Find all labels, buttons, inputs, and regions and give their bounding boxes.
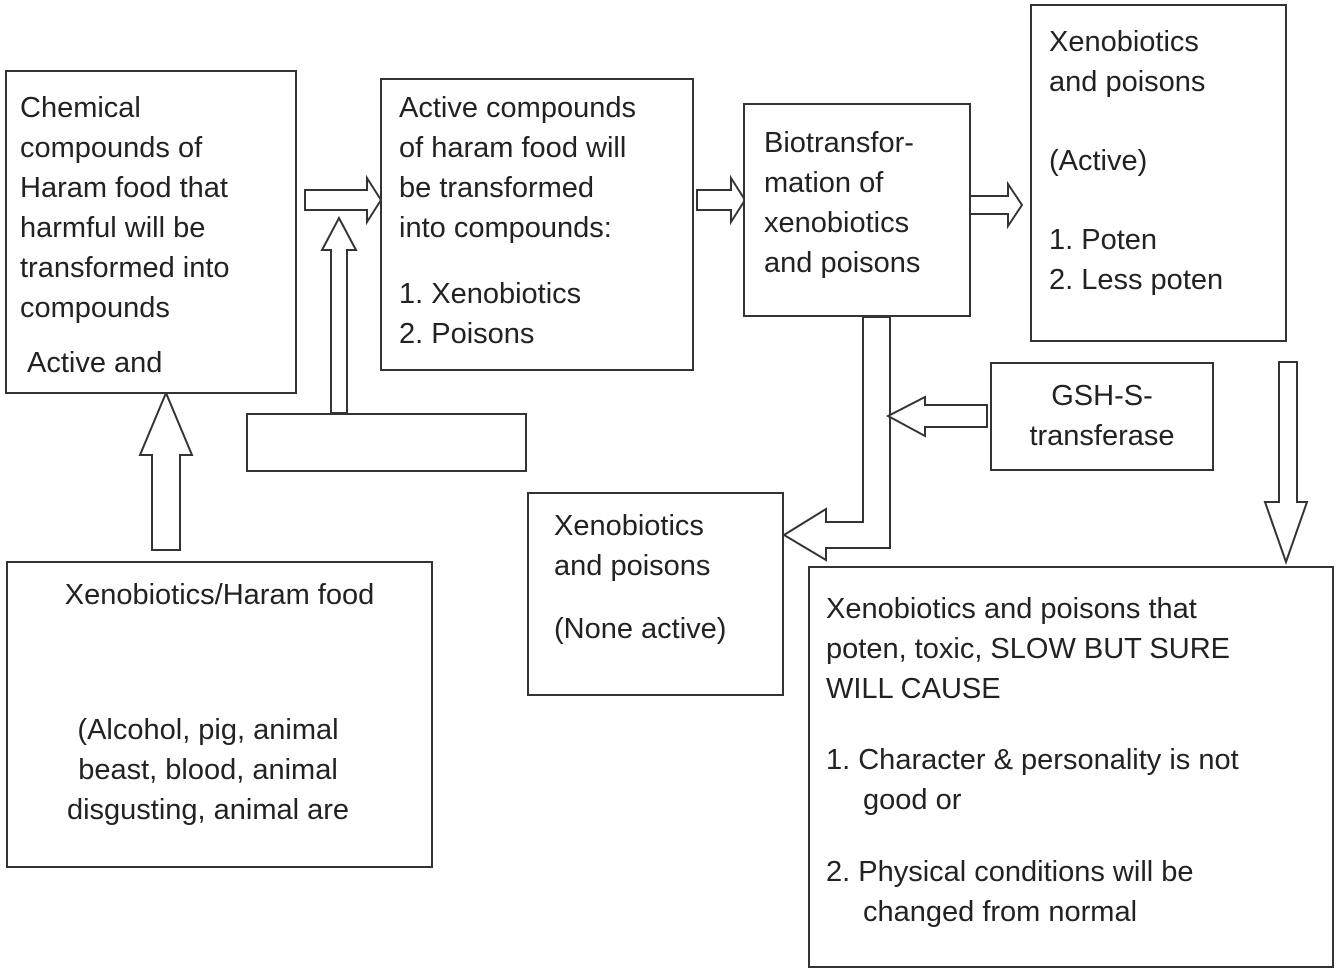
list-item: 1. Xenobiotics: [399, 278, 582, 310]
active-and-text: Active and: [27, 347, 163, 379]
line: good or: [863, 784, 962, 816]
line: and poisons: [764, 247, 921, 279]
line: disgusting, animal are: [66, 794, 350, 826]
active-result-text: Xenobiotics and poisons: [1049, 22, 1205, 102]
line: be transformed: [399, 172, 595, 204]
biotransformation-box: Biotransfor- mation of xenobiotics and p…: [743, 103, 971, 317]
arrow-right-1: [304, 174, 383, 226]
line: Chemical: [20, 92, 141, 124]
line: Xenobiotics: [1049, 26, 1199, 58]
line: transformed into: [20, 252, 230, 284]
arrow-up-empty-box: [320, 215, 358, 414]
arrow-up-source: [138, 390, 194, 551]
line: (Alcohol, pig, animal: [77, 714, 339, 746]
arrow-bent-to-none-active: [782, 316, 891, 562]
line: GSH-S-: [1051, 380, 1153, 412]
status-label: (Active): [1049, 145, 1148, 177]
active-items: 1. Xenobiotics 2. Poisons: [399, 274, 581, 354]
line: poten, toxic, SLOW BUT SURE: [826, 633, 1230, 665]
line: Active compounds: [399, 92, 636, 124]
biotrans-text: Biotransfor- mation of xenobiotics and p…: [764, 123, 920, 283]
list-item: 1. Poten: [1049, 224, 1158, 256]
chemical-text: Chemical compounds of Haram food that ha…: [20, 88, 230, 328]
line: compounds: [20, 292, 170, 324]
line: WILL CAUSE: [826, 673, 1001, 705]
line: Haram food that: [20, 172, 228, 204]
status-label: (None active): [554, 613, 727, 645]
source-box: Xenobiotics/Haram food (Alcohol, pig, an…: [6, 561, 433, 868]
line: and poisons: [1049, 66, 1206, 98]
list-item: 2. Poisons: [399, 318, 535, 350]
gsh-text: GSH-S- transferase: [992, 376, 1212, 456]
line: of haram food will: [399, 132, 627, 164]
line: Xenobiotics and poisons that: [826, 593, 1197, 625]
gsh-transferase-box: GSH-S- transferase: [990, 362, 1214, 471]
line: 2. Physical conditions will be: [826, 856, 1194, 888]
line: changed from normal: [863, 896, 1138, 928]
line: transferase: [1029, 420, 1175, 452]
outcome-item-1: 1. Character & personality is not good o…: [826, 740, 1239, 820]
active-compounds-box: Active compounds of haram food will be t…: [380, 78, 694, 371]
source-title: Xenobiotics/Haram food: [64, 579, 375, 611]
line: 1. Character & personality is not: [826, 744, 1239, 776]
empty-box: [246, 413, 527, 472]
line: Xenobiotics: [554, 510, 704, 542]
line: mation of: [764, 167, 884, 199]
outcome-item-2: 2. Physical conditions will be changed f…: [826, 852, 1194, 932]
outcome-box: Xenobiotics and poisons that poten, toxi…: [808, 566, 1334, 968]
active-text: Active compounds of haram food will be t…: [399, 88, 636, 248]
none-active-text: Xenobiotics and poisons: [554, 506, 710, 586]
list-item: 2. Less poten: [1049, 264, 1224, 296]
line: into compounds:: [399, 212, 612, 244]
arrow-left-gsh: [885, 395, 988, 438]
line: beast, blood, animal: [78, 754, 338, 786]
arrow-down-outcome: [1263, 361, 1309, 566]
outcome-text: Xenobiotics and poisons that poten, toxi…: [826, 589, 1230, 709]
chemical-compounds-box: Chemical compounds of Haram food that ha…: [5, 70, 297, 394]
source-examples: (Alcohol, pig, animal beast, blood, anim…: [8, 710, 408, 830]
none-active-box: Xenobiotics and poisons (None active): [527, 492, 784, 696]
line: compounds of: [20, 132, 203, 164]
active-xenobiotics-box: Xenobiotics and poisons (Active) 1. Pote…: [1030, 4, 1287, 342]
line: and poisons: [554, 550, 711, 582]
arrow-right-3: [969, 180, 1024, 230]
line: xenobiotics: [764, 207, 910, 239]
arrow-right-2: [696, 174, 747, 226]
line: Biotransfor-: [764, 127, 914, 159]
line: harmful will be: [20, 212, 206, 244]
active-result-items: 1. Poten 2. Less poten: [1049, 220, 1223, 300]
